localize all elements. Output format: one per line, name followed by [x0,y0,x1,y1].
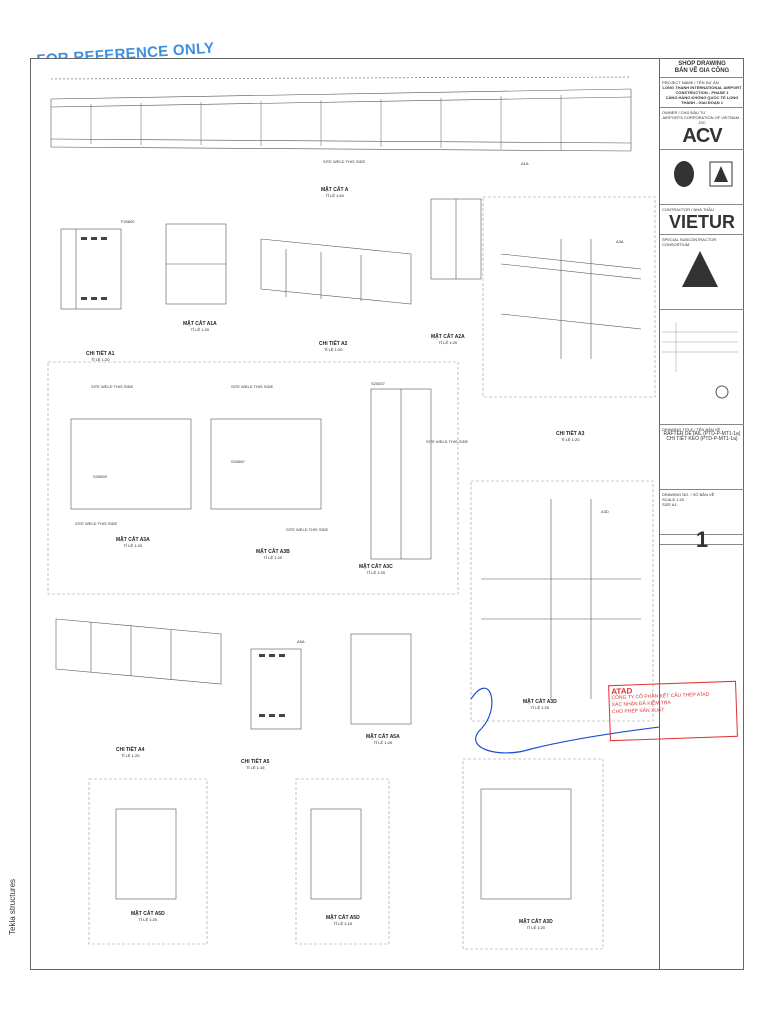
subcontractor-logo-icon [682,251,718,287]
part-tag-s20659: S20659 [93,474,107,479]
doc-type: SHOP DRAWING BẢN VẼ GIA CÔNG [660,59,744,78]
part-tag-f20800: F20800 [121,219,135,224]
site-weld-tag-3: SITE WELD THIS SIDE [231,384,274,389]
part-tag-s20687: S20687 [231,459,245,464]
subcontractor-info: SPECIAL SUBCONTRACTOR CONSORTIUM [660,235,744,310]
approval-stamp: ATAD CÔNG TY CỔ PHẦN KẾT CẤU THÉP ATAD X… [608,680,738,742]
consultant-logo-icon [674,161,733,187]
tekla-watermark: Tekla structures [8,878,17,935]
drawing-title-cell: DRAWING TITLE / TÊN BẢN VẼ RAFTER DETAIL… [660,425,744,490]
revision-table [660,310,744,425]
site-weld-tag-4: SITE WELD THIS SIDE [75,521,118,526]
vietur-logo: VIETUR [668,212,735,232]
section-mark-a1a: A1A [521,161,529,166]
acv-logo: ACV [682,125,722,147]
site-weld-tag-2: SITE WELD THIS SIDE [91,384,134,389]
technical-drawing-linework [47,76,659,950]
section-mark-a5a: A5A [297,639,305,644]
consultant-logos [660,150,744,205]
title-block: SHOP DRAWING BẢN VẼ GIA CÔNG PROJECT NAM… [659,59,744,969]
revision-grid [662,322,738,399]
project-info: PROJECT NAME / TÊN DỰ ÁN LONG THANH INTE… [660,78,744,108]
part-tag-s20637: S20637 [371,381,385,386]
site-weld-tag: SITE WELD THIS SIDE [323,159,366,164]
drawing-no-cell: DRAWING NO. / SỐ BẢN VẼ SCALE 1:20 SIZE … [660,490,744,535]
contractor-info: CONTRACTOR / NHÀ THẦU VIETUR [660,205,744,235]
section-mark-a3d: A3D [601,509,609,514]
site-weld-tag-6: SITE WELD THIS SIDE [426,439,469,444]
section-mark-a3a: A3A [616,239,624,244]
site-weld-tag-5: SITE WELD THIS SIDE [286,527,329,532]
owner-info: OWNER / CHỦ ĐẦU TƯ AIRPORTS CORPORATION … [660,108,744,150]
page-number: 1 [660,529,744,551]
